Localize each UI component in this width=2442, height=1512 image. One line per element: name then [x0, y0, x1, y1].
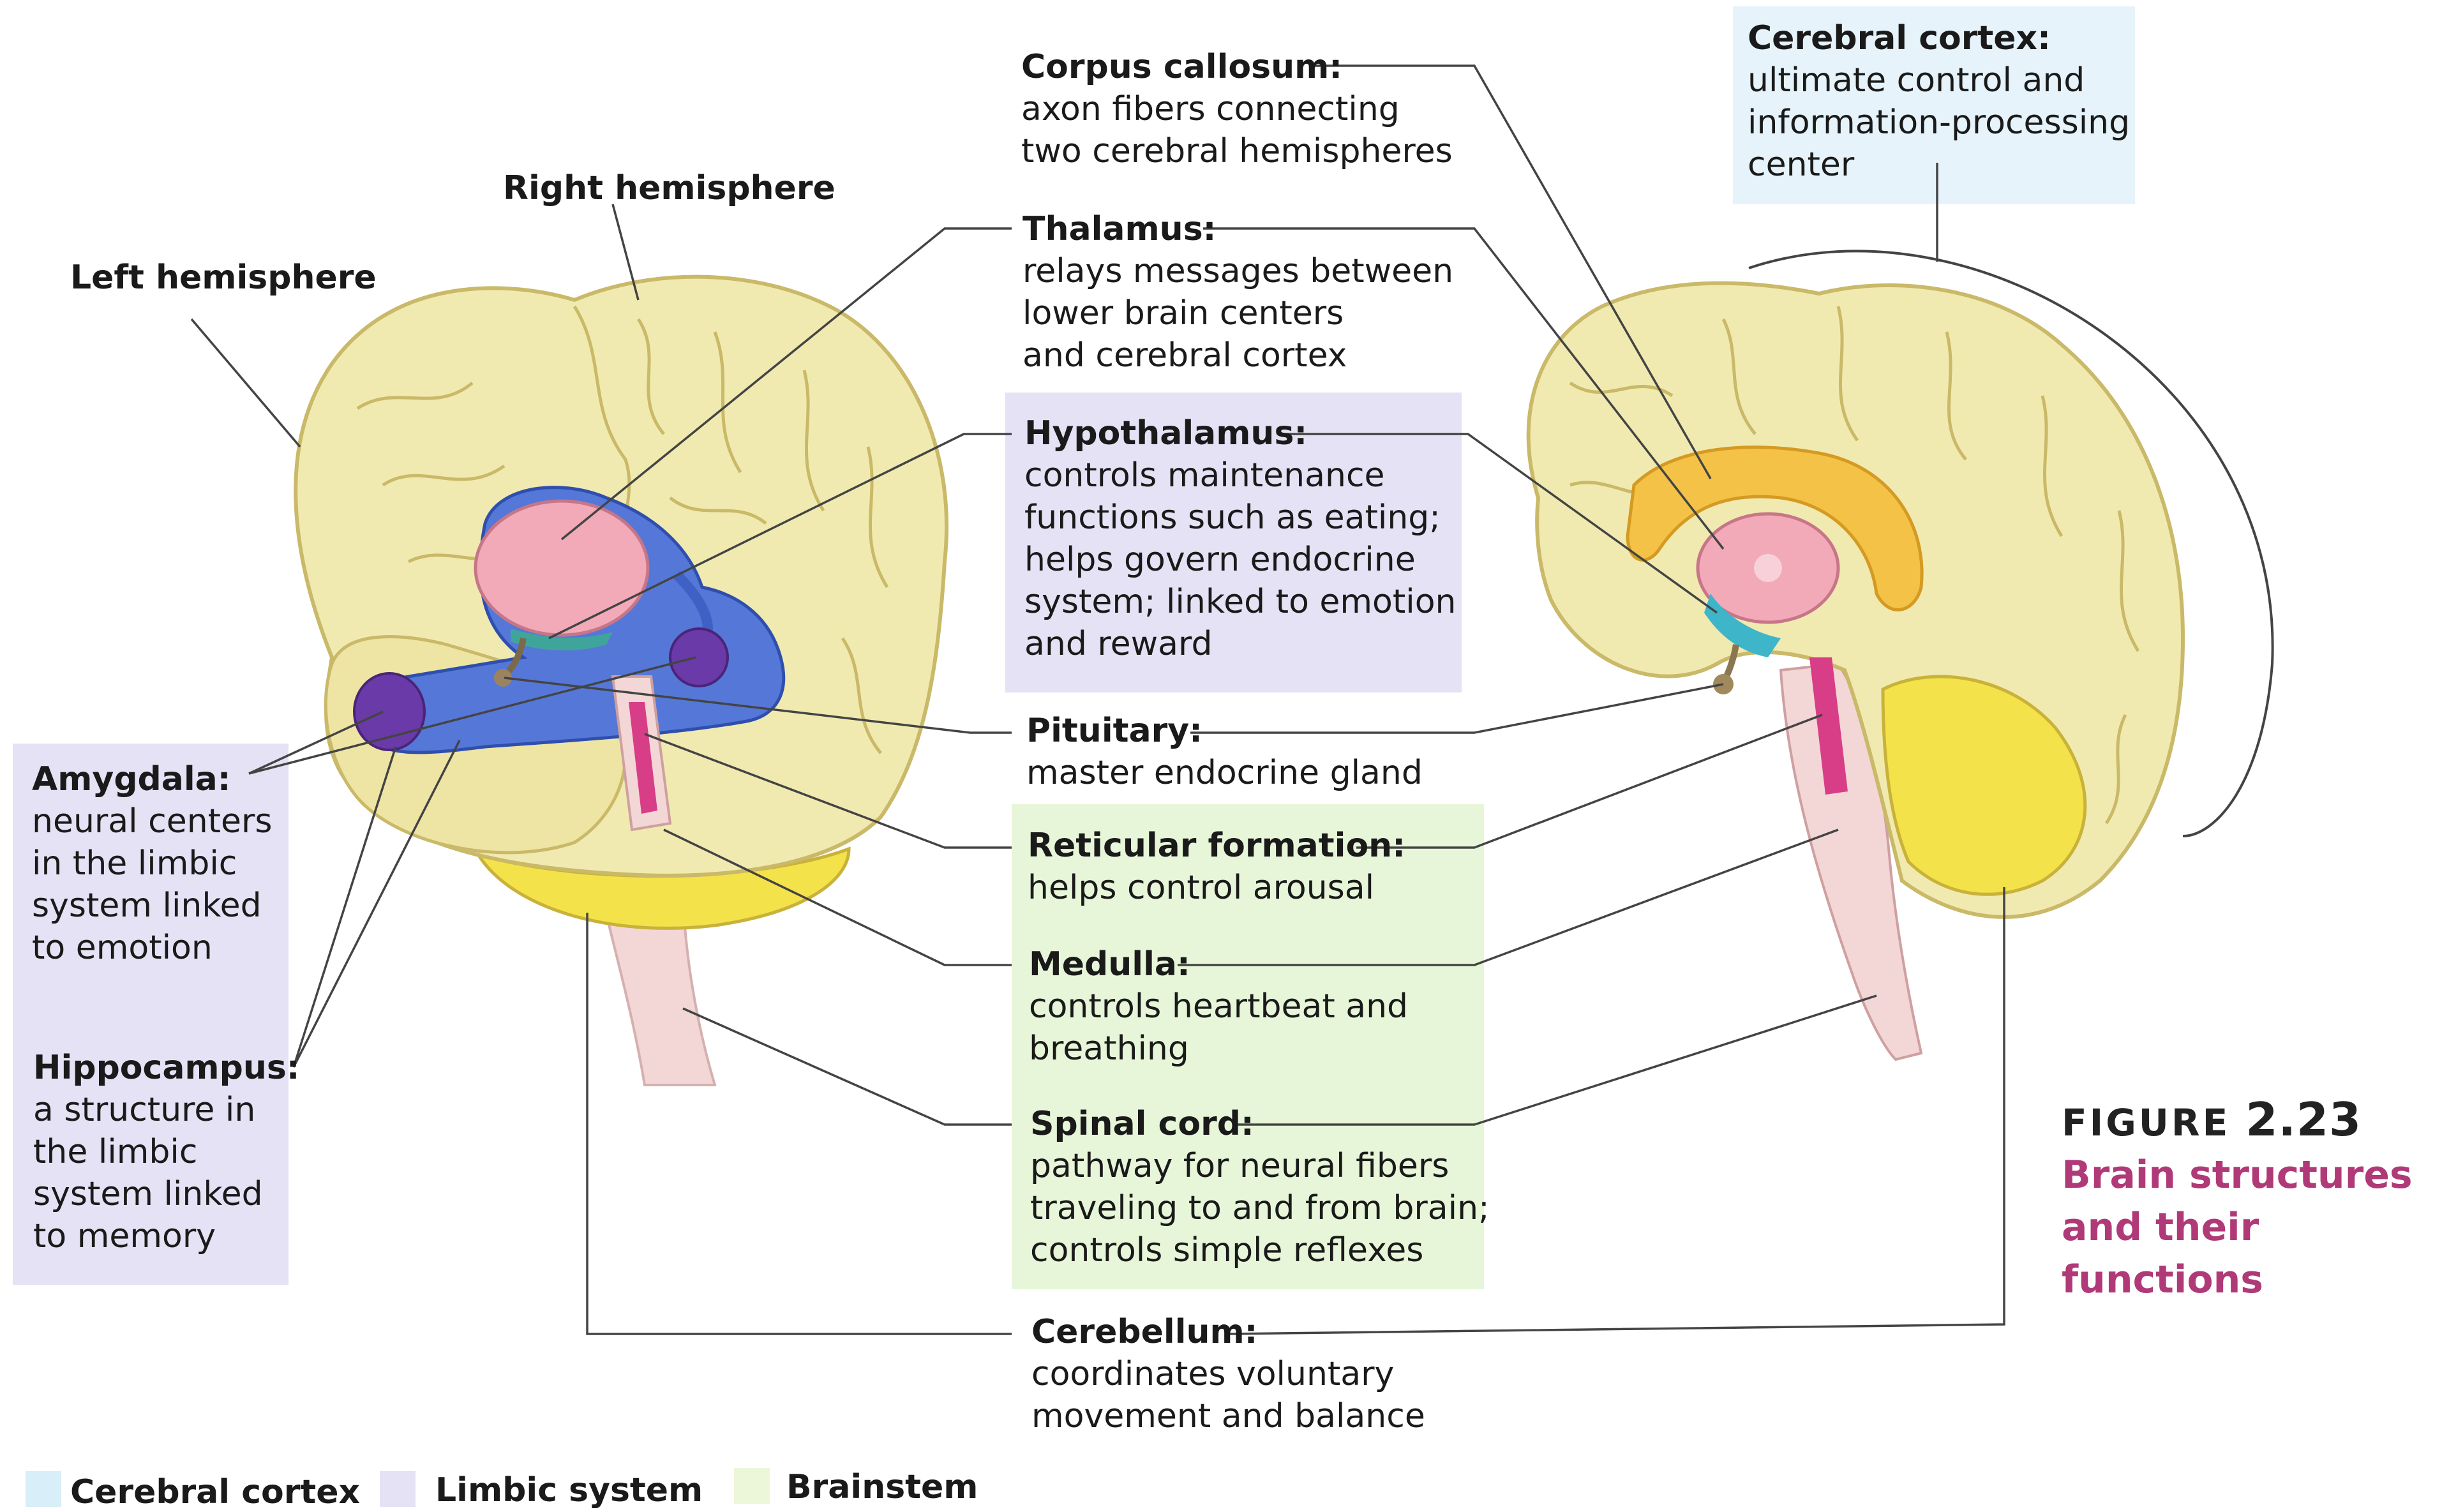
figure-number: FIGURE 2.23 [2062, 1093, 2362, 1146]
cerebellum-label: Cerebellum: coordinates voluntary moveme… [1031, 1311, 1425, 1437]
hypothalamus-label: Hypothalamus: controls maintenance funct… [1024, 412, 1456, 665]
legend-label-limbic: Limbic system [435, 1471, 703, 1509]
left-hemisphere-label: Left hemisphere [70, 257, 377, 299]
right-hemisphere-label: Right hemisphere [503, 167, 835, 209]
spinal-cord-desc: pathway for neural fibers traveling to a… [1030, 1145, 1490, 1271]
pituitary-label: Pituitary: master endocrine gland [1026, 710, 1423, 794]
cerebral-cortex-title: Cerebral cortex: [1748, 17, 2130, 59]
thalamus-label: Thalamus: relays messages between lower … [1022, 208, 1453, 377]
medulla-title: Medulla: [1029, 943, 1408, 985]
corpus-callosum-desc: axon fibers connecting two cerebral hemi… [1021, 88, 1453, 172]
figure-number-value: 2.23 [2245, 1093, 2362, 1146]
medulla-label: Medulla: controls heartbeat and breathin… [1029, 943, 1408, 1070]
legend-swatch-limbic [380, 1471, 416, 1507]
spinal-cord-title: Spinal cord: [1030, 1103, 1490, 1145]
figure-title: Brain structures and their functions [2062, 1149, 2442, 1306]
legend-label-brainstem: Brainstem [786, 1468, 978, 1506]
hippocampus-label: Hippocampus: a structure in the limbic s… [33, 1047, 300, 1257]
reticular-formation-title: Reticular formation: [1028, 825, 1405, 867]
legend-label-cortex: Cerebral cortex [70, 1473, 360, 1511]
hypothalamus-desc: controls maintenance functions such as e… [1024, 454, 1456, 665]
reticular-formation-desc: helps control arousal [1028, 867, 1405, 909]
corpus-callosum-title: Corpus callosum: [1021, 46, 1453, 88]
hypothalamus-title: Hypothalamus: [1024, 412, 1456, 454]
cerebellum-desc: coordinates voluntary movement and balan… [1031, 1353, 1425, 1437]
reticular-formation-label: Reticular formation: helps control arous… [1028, 825, 1405, 909]
pituitary-title: Pituitary: [1026, 710, 1423, 752]
thalamus-desc: relays messages between lower brain cent… [1022, 250, 1453, 377]
legend-swatch-brainstem [734, 1468, 770, 1504]
hippocampus-desc: a structure in the limbic system linked … [33, 1089, 300, 1257]
cerebellum-title: Cerebellum: [1031, 1311, 1425, 1353]
left-thalamus [476, 501, 648, 635]
thalamus-title: Thalamus: [1022, 208, 1453, 250]
medulla-desc: controls heartbeat and breathing [1029, 985, 1408, 1070]
spinal-cord-label: Spinal cord: pathway for neural fibers t… [1030, 1103, 1490, 1271]
cerebral-cortex-desc: ultimate control and information-process… [1748, 59, 2130, 186]
left-amygdala [354, 673, 424, 750]
corpus-callosum-label: Corpus callosum: axon fibers connecting … [1021, 46, 1453, 172]
cerebral-cortex-label: Cerebral cortex: ultimate control and in… [1748, 17, 2130, 186]
whole-brain-view [296, 277, 947, 1085]
legend-swatch-cortex [26, 1471, 61, 1507]
amygdala-desc: neural centers in the limbic system link… [32, 800, 273, 969]
hippocampus-title: Hippocampus: [33, 1047, 300, 1089]
figure-number-prefix: FIGURE [2062, 1101, 2230, 1144]
sagittal-brain-view [1529, 251, 2273, 1059]
pituitary-desc: master endocrine gland [1026, 752, 1423, 794]
right-amygdala-tip [670, 629, 728, 686]
amygdala-title: Amygdala: [32, 758, 273, 800]
amygdala-label: Amygdala: neural centers in the limbic s… [32, 758, 273, 969]
